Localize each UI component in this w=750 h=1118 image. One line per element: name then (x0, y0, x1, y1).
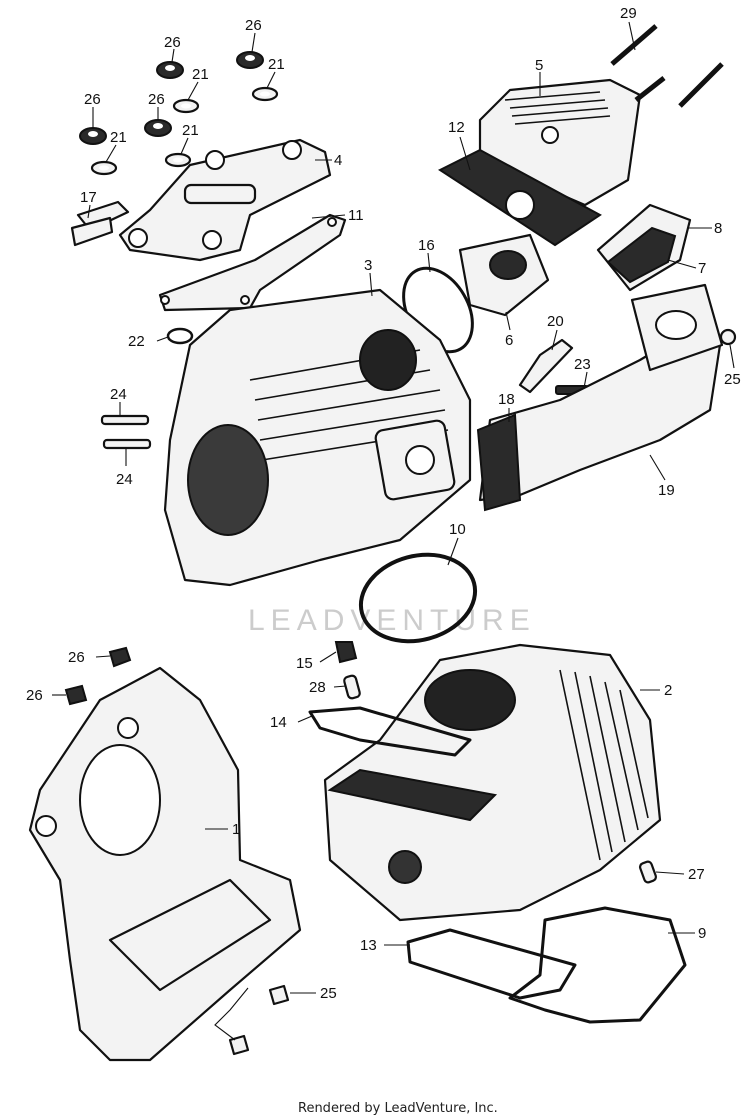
callout-27: 27 (688, 866, 705, 883)
lower-nuts (64, 646, 290, 1056)
callout-26-c: 26 (148, 91, 165, 108)
callout-3: 3 (364, 257, 372, 274)
callout-25-b: 25 (320, 985, 337, 1002)
callout-21-a: 21 (192, 66, 209, 83)
head-cover-gasket (437, 148, 602, 247)
callout-10: 10 (449, 521, 466, 538)
gasket-9 (508, 906, 687, 1024)
callout-22: 22 (128, 333, 145, 350)
leader-lines (52, 21, 735, 1041)
o-ring-small (166, 327, 194, 345)
callout-29: 29 (620, 5, 637, 22)
callout-26-f: 26 (26, 687, 43, 704)
callout-21-d: 21 (110, 129, 127, 146)
callout-25-a: 25 (724, 371, 741, 388)
rocker-holder-gasket (158, 213, 347, 312)
small-fasteners (334, 641, 658, 884)
dowel-pins (100, 414, 152, 450)
callout-11: 11 (348, 207, 364, 224)
callout-26-e: 26 (68, 649, 85, 666)
side-cover (28, 666, 302, 1062)
callout-6: 6 (505, 332, 513, 349)
credit-line: Rendered by LeadVenture, Inc. (298, 1101, 498, 1116)
exhaust-pipe (476, 283, 737, 512)
callout-1: 1 (232, 821, 240, 838)
o-ring-and-cap (402, 233, 550, 354)
callout-21-c: 21 (182, 122, 199, 139)
watermark: LEADVENTURE (248, 604, 536, 637)
callout-4: 4 (334, 152, 342, 169)
callout-labels: 29 26 26 21 21 26 26 21 21 5 4 12 17 11 … (26, 5, 741, 1002)
callout-7: 7 (698, 260, 706, 277)
callout-20: 20 (547, 313, 564, 330)
tappet-cover (596, 203, 692, 292)
gasket-13 (406, 928, 577, 1000)
callout-9: 9 (698, 925, 706, 942)
callout-18: 18 (498, 391, 515, 408)
callout-24-b: 24 (116, 471, 133, 488)
callout-2: 2 (664, 682, 672, 699)
callout-23: 23 (574, 356, 591, 373)
cylinder-gasket-ring (358, 552, 478, 644)
callout-24-a: 24 (110, 386, 127, 403)
cylinder-base-gasket (308, 706, 472, 757)
clip-part (70, 200, 130, 247)
callout-17: 17 (80, 189, 97, 206)
callout-15: 15 (296, 655, 313, 672)
callout-26-a: 26 (164, 34, 181, 51)
callout-26-d: 26 (84, 91, 101, 108)
callout-14: 14 (270, 714, 287, 731)
bracket-and-bolt (518, 338, 589, 395)
callout-28: 28 (309, 679, 326, 696)
callout-26-b: 26 (245, 17, 262, 34)
callout-16: 16 (418, 237, 435, 254)
callout-12: 12 (448, 119, 465, 136)
callout-19: 19 (658, 482, 675, 499)
rocker-arm-holder (118, 138, 332, 262)
cylinder-block (323, 643, 662, 922)
nuts-and-washers (79, 51, 279, 176)
callout-21-b: 21 (268, 56, 285, 73)
cylinder-head (163, 288, 472, 587)
callout-8: 8 (714, 220, 722, 237)
callout-5: 5 (535, 57, 543, 74)
callout-13: 13 (360, 937, 377, 954)
